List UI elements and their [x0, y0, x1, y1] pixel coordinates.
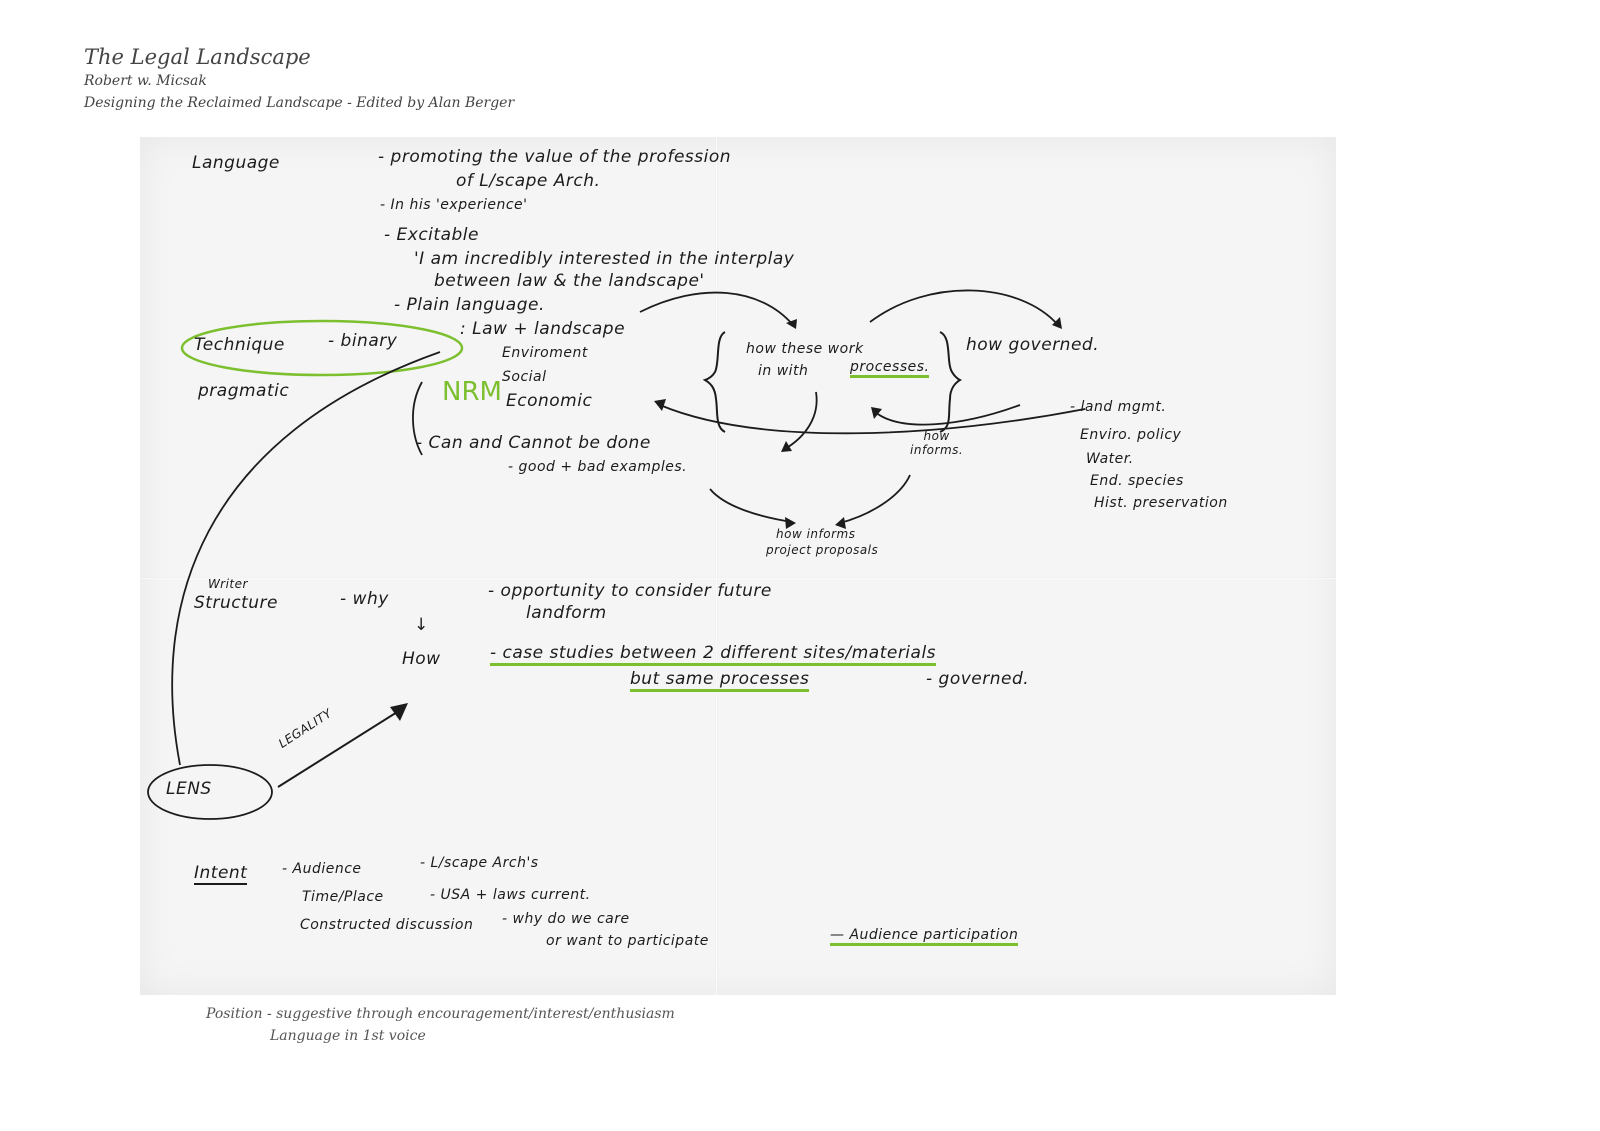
language-point-2: - In his 'experience'	[380, 197, 528, 213]
historic-preservation: Hist. preservation	[1094, 495, 1228, 511]
how-informs-project-2: project proposals	[766, 543, 879, 557]
how-these-work: how these work	[746, 341, 864, 357]
document-header: The Legal Landscape Robert w. Micsak Des…	[84, 44, 514, 114]
document-source: Designing the Reclaimed Landscape - Edit…	[84, 95, 515, 111]
land-mgmt-to-processes	[874, 404, 1021, 426]
nrm-label: NRM	[442, 377, 502, 407]
opportunity-1: - opportunity to consider future	[488, 581, 772, 601]
intent-usa-laws: - USA + laws current.	[430, 887, 591, 903]
why-to-how-arrow: ↓	[414, 615, 429, 635]
arc-to-governed	[869, 289, 1059, 326]
how-informs: how informs.	[910, 429, 964, 457]
technique-pragmatic: pragmatic	[198, 381, 290, 401]
lens-label: LENS	[166, 779, 212, 799]
language-point-4: - Plain language.	[394, 295, 545, 315]
processes-highlight: processes.	[850, 359, 930, 378]
land-mgmt: - land mgmt.	[1070, 399, 1167, 415]
intent-label: Intent	[194, 863, 248, 885]
technique-label: Technique	[194, 335, 285, 355]
enviro-policy: Enviro. policy	[1080, 427, 1182, 443]
why-do-we-care: - why do we care	[502, 911, 630, 927]
arc-to-how-these-work	[639, 291, 794, 326]
intent-time-place: Time/Place	[302, 889, 384, 905]
topic-economic: Economic	[506, 391, 593, 411]
how-governed: how governed.	[966, 335, 1100, 355]
intent-audience-value: - L/scape Arch's	[420, 855, 539, 871]
but-same-processes: but same processes	[630, 669, 810, 692]
intent-constructed-discussion: Constructed discussion	[300, 917, 474, 933]
structure-how: How	[402, 649, 441, 669]
language-point-1b: of L/scape Arch.	[456, 171, 601, 191]
structure-why: - why	[340, 589, 389, 609]
land-mgmt-to-economic	[659, 404, 1086, 435]
language-point-3: - Excitable	[384, 225, 479, 245]
paper-fold-vertical	[715, 137, 718, 995]
language-quote-2: between law & the landscape'	[434, 271, 705, 291]
footer-voice: Language in 1st voice	[270, 1028, 426, 1044]
document-footer: Position - suggestive through encouragem…	[206, 1003, 675, 1047]
legality-arrowhead	[390, 703, 408, 721]
lens-circle	[147, 764, 273, 820]
footer-position: Position - suggestive through encouragem…	[206, 1006, 675, 1022]
law-and-landscape: : Law + landscape	[460, 319, 626, 339]
document-title: The Legal Landscape	[84, 45, 311, 69]
how-informs-project-1: how informs	[776, 527, 856, 541]
line-to-can-cannot	[412, 381, 423, 456]
want-to-participate: or want to participate	[546, 933, 709, 949]
document-author: Robert w. Micsak	[84, 73, 207, 89]
language-quote-1: 'I am incredibly interested in the inter…	[414, 249, 795, 269]
case-studies: - case studies between 2 different sites…	[490, 643, 937, 666]
brace-2	[939, 331, 963, 433]
processes-to-can-cannot	[784, 391, 818, 450]
intent-audience: - Audience	[282, 861, 362, 877]
scanned-notes-sheet: Language - promoting the value of the pr…	[140, 137, 1336, 995]
endangered-species: End. species	[1090, 473, 1184, 489]
legality-arrow	[277, 708, 403, 788]
opportunity-2: landform	[526, 603, 607, 623]
audience-participation: — Audience participation	[830, 927, 1019, 946]
water: Water.	[1086, 451, 1134, 467]
topic-social: Social	[502, 369, 547, 385]
examples-to-proposals	[709, 488, 793, 523]
language-point-1a: - promoting the value of the profession	[378, 147, 732, 167]
governed-note: - governed.	[926, 669, 1030, 689]
lens-to-binary-curve	[171, 351, 441, 766]
informs-to-proposals	[839, 474, 911, 524]
can-and-cannot: - Can and Cannot be done	[416, 433, 651, 453]
structure-label: Structure	[194, 593, 278, 613]
in-with: in with	[758, 363, 809, 379]
writer-label: Writer	[208, 577, 248, 591]
sketch-lines	[147, 289, 1086, 820]
paper-fold-horizontal	[140, 577, 1336, 579]
technique-binary: - binary	[328, 331, 398, 351]
topic-enviroment: Enviroment	[502, 345, 588, 361]
technique-circle	[180, 319, 464, 377]
language-label: Language	[192, 153, 280, 173]
good-bad-examples: - good + bad examples.	[508, 459, 688, 475]
brace-1	[702, 331, 726, 433]
